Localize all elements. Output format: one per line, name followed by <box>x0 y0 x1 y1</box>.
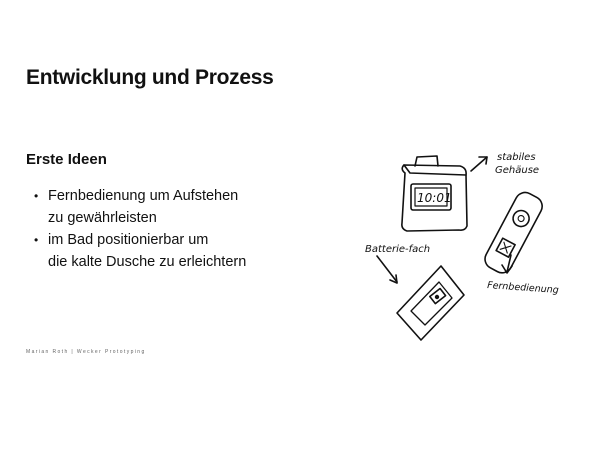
list-item-line: im Bad positionierbar um <box>48 232 209 248</box>
label-housing-line2: Gehäuse <box>495 165 539 176</box>
footer-credit: Marian Roth | Wecker Prototyping <box>26 349 146 355</box>
label-battery: Batterie-fach <box>365 244 430 255</box>
clock-housing-sketch: 10:01 <box>401 155 468 232</box>
battery-arrow <box>376 255 398 284</box>
clock-display-text: 10:01 <box>417 191 452 205</box>
label-remote: Fernbedienung <box>487 280 559 296</box>
bullet-icon: • <box>34 189 39 203</box>
section-heading: Erste Ideen <box>26 151 107 168</box>
remote-arrow <box>501 254 513 274</box>
bullet-icon: • <box>34 233 39 247</box>
housing-arrow <box>470 156 488 172</box>
slide-title: Entwicklung und Prozess <box>26 66 274 89</box>
list-item: • im Bad positionierbar um die kalte Dus… <box>34 229 334 273</box>
label-housing-line1: stabiles <box>497 152 536 163</box>
list-item: • Fernbedienung um Aufstehen zu gewährle… <box>34 185 334 229</box>
battery-compartment-sketch <box>396 265 465 341</box>
list-item-line: die kalte Dusche zu erleichtern <box>48 254 247 270</box>
prototype-sketch: 10:01 stabiles Gehäuse Fernbedienung Bat… <box>365 152 559 341</box>
list-item-line: Fernbedienung um Aufstehen <box>48 188 239 204</box>
idea-list: • Fernbedienung um Aufstehen zu gewährle… <box>34 185 334 273</box>
remote-sketch <box>484 191 543 274</box>
list-item-line: zu gewährleisten <box>48 210 157 226</box>
